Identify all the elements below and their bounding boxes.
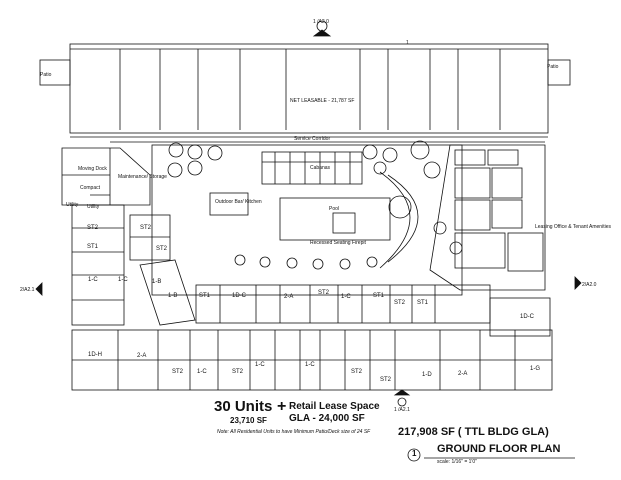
north-residential-row	[195, 284, 551, 337]
unit-label: ST1	[199, 293, 211, 299]
title-block	[407, 448, 575, 462]
unit-label: ST1	[373, 293, 385, 299]
section-marker-bottom	[393, 389, 411, 407]
section-marker-left	[35, 282, 43, 296]
compact-label: Compact	[80, 185, 101, 191]
unit-label: 1-B	[168, 293, 177, 299]
unit-label: ST2	[87, 225, 99, 231]
unit-label: ST2	[140, 225, 152, 231]
unit-label: 1-C	[341, 294, 351, 300]
units-count: 30 Units	[214, 398, 273, 415]
sheet-number: 1	[412, 449, 417, 458]
moving-dock-label: Moving Dock	[78, 166, 107, 172]
cabanas-label: Cabanas	[310, 165, 331, 171]
unit-label: ST1	[417, 300, 429, 306]
sheet-title: GROUND FLOOR PLAN	[437, 443, 561, 455]
west-service-block	[61, 147, 151, 206]
marker-left-label: 2/A2.1	[20, 287, 35, 293]
patio-note: Note: All Residential Units to have Mini…	[217, 429, 371, 435]
top-right-tag: 1	[406, 40, 409, 46]
outdoor-bar-label: Outdoor Bar/ Kitchen	[215, 199, 262, 205]
unit-label: ST2	[232, 369, 244, 375]
utility-label-2: Utility	[87, 204, 100, 210]
marker-top-label: 1 /A2.0	[313, 19, 329, 25]
unit-label: ST2	[380, 377, 392, 383]
courtyard	[151, 140, 463, 296]
south-residential-row	[71, 329, 553, 391]
unit-label: 1-G	[530, 366, 540, 372]
courtyard-trees	[167, 142, 463, 270]
leasing-office-label: Leasing Office & Tenant Amenities	[535, 224, 611, 230]
maintenance-label: Maintenance/ Storage	[118, 174, 167, 180]
patio-left-label: Patio	[40, 72, 52, 78]
marker-bottom-label: 1 /A2.1	[394, 407, 410, 413]
retail-gla: GLA - 24,000 SF	[289, 413, 365, 424]
unit-label: 1-C	[88, 277, 98, 283]
unit-label: ST2	[172, 369, 184, 375]
recessed-seating-label: Recessed Seating Firepit	[310, 240, 366, 246]
unit-label: 1D-H	[88, 352, 102, 358]
unit-label: 1-C	[255, 362, 265, 368]
unit-label: 2-A	[284, 294, 293, 300]
total-building-gla: 217,908 SF ( TTL BLDG GLA)	[398, 426, 549, 438]
unit-label: 1-C	[197, 369, 207, 375]
drawing-scale: scale: 1/16" = 1'0"	[437, 459, 477, 465]
cabanas-row	[262, 152, 362, 184]
net-leasable-label: NET LEASABLE - 21,787 SF	[290, 98, 354, 104]
utility-label: Utility	[66, 202, 79, 208]
west-residential-wing	[71, 204, 196, 326]
unit-label: ST1	[87, 244, 99, 250]
unit-label: 1-B	[152, 279, 161, 285]
pool-label: Pool	[329, 206, 339, 212]
unit-label: 1-C	[118, 277, 128, 283]
unit-label: 2-A	[137, 353, 146, 359]
retail-lease-space: Retail Lease Space	[289, 401, 380, 412]
patio-right-label: Patio	[547, 64, 559, 70]
leasing-office-amenities	[429, 144, 546, 291]
unit-label: ST2	[318, 290, 330, 296]
section-marker-right	[574, 276, 582, 290]
service-corridor-label: Service Corridor	[294, 136, 330, 142]
unit-label: 2-A	[458, 371, 467, 377]
unit-label: 1D-C	[232, 293, 247, 299]
plus-sign: +	[277, 398, 287, 415]
retail-building	[39, 43, 571, 138]
unit-label: ST2	[156, 246, 168, 252]
unit-label: 1D-C	[520, 314, 535, 320]
units-area: 23,710 SF	[230, 416, 267, 425]
unit-label: 1-C	[305, 362, 315, 368]
unit-label: ST2	[394, 300, 406, 306]
section-marker-top	[312, 20, 332, 37]
marker-right-label: 2/A2.0	[582, 282, 597, 288]
unit-label: ST2	[351, 369, 363, 375]
unit-label: 1-D	[422, 372, 432, 378]
